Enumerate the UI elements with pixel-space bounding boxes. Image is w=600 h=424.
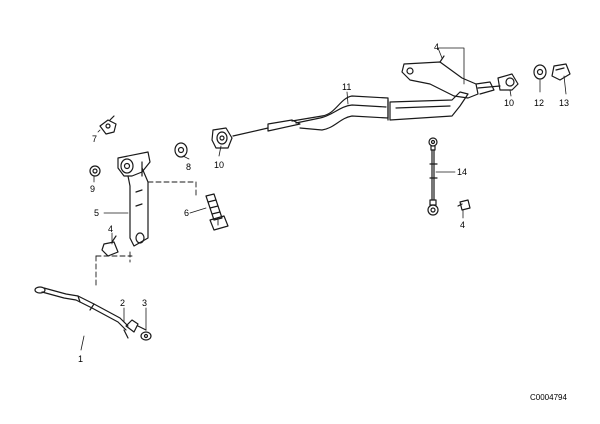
callout-9: 9: [90, 184, 95, 194]
upper-bracket: [401, 55, 501, 99]
callout-3: 3: [142, 298, 147, 308]
assembly-lines: [95, 181, 219, 289]
bottom-cable: [34, 286, 152, 341]
leader-lines: [80, 47, 567, 351]
callout-14: 14: [457, 167, 467, 177]
lever-bracket: [117, 151, 151, 247]
clip-lower-right: [457, 199, 471, 211]
callout-12: 12: [534, 98, 544, 108]
callout-10-left: 10: [214, 160, 224, 170]
callout-10-right: 10: [504, 98, 514, 108]
callout-4-lower-right: 4: [460, 220, 465, 230]
callout-11: 11: [342, 82, 351, 92]
callout-7: 7: [92, 134, 97, 144]
pull-rod: [232, 91, 469, 137]
callout-4-top: 4: [434, 42, 439, 52]
callout-1: 1: [78, 354, 83, 364]
callout-5: 5: [94, 208, 99, 218]
bush-10-left: [211, 127, 233, 149]
right-fittings: [497, 63, 571, 91]
bolt-6: [205, 193, 229, 231]
callout-labels: 1 2 3 4 4 4 5 6 7 8 9 10 10 11 12 13 14: [78, 42, 569, 364]
callout-4-left: 4: [108, 224, 113, 234]
callout-2: 2: [120, 298, 125, 308]
link-rod: [427, 137, 439, 216]
washer-9: [89, 165, 101, 177]
washer-8: [174, 142, 188, 158]
clip-4-left: [101, 235, 119, 257]
callout-13: 13: [559, 98, 569, 108]
document-id: C0004794: [530, 393, 567, 402]
callout-8: 8: [186, 162, 191, 172]
callout-6: 6: [184, 208, 189, 218]
clip-7: [99, 115, 117, 135]
